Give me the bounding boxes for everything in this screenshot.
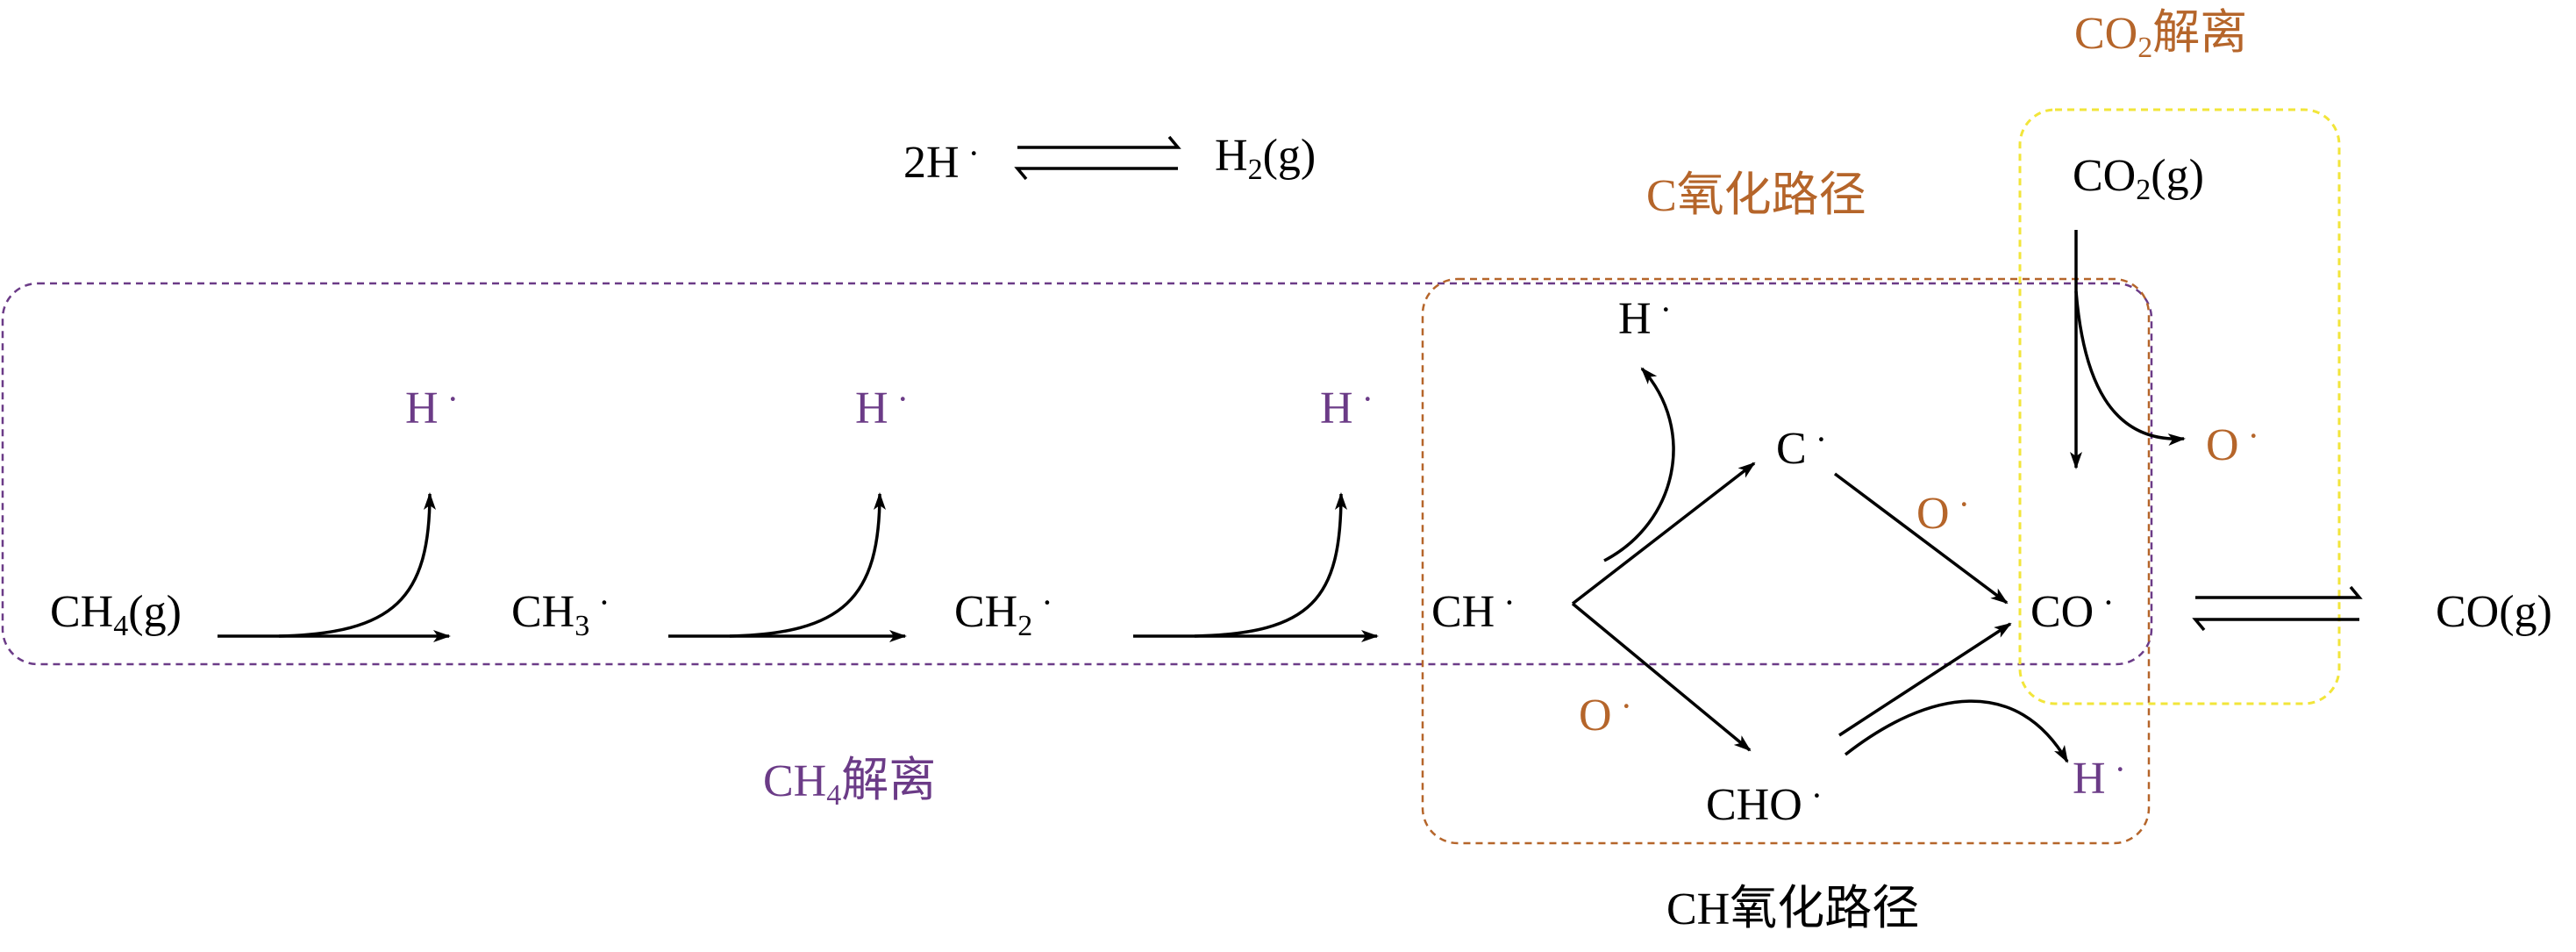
co2-dissociation-region	[2018, 108, 2341, 705]
species-h-released-top: H·	[1618, 290, 1672, 344]
species-o-ch-path: O·	[1579, 686, 1632, 741]
oxidation-pathway-arrows	[1571, 367, 2069, 763]
region-label-co2-dissociation: CO2解离	[2074, 4, 2248, 64]
species-co-gas: CO(g)	[2436, 587, 2552, 637]
h2-equilibrium-arrows	[1014, 135, 1181, 181]
species-h-released-1: H·	[405, 379, 459, 433]
species-cho: CHO·	[1706, 776, 1823, 830]
species-ch2: CH2·	[954, 583, 1053, 642]
species-h-released-4: H·	[2073, 749, 2126, 804]
species-h-released-3: H·	[1320, 379, 1374, 433]
species-o-c-path: O·	[1916, 484, 1970, 539]
co-equilibrium-arrows	[2192, 585, 2363, 632]
species-ch3: CH3·	[511, 583, 610, 642]
species-ch: CH·	[1431, 583, 1516, 637]
species-co: CO·	[2030, 583, 2115, 637]
ch4-dissociation-region	[1, 282, 2153, 666]
species-2h: 2H·	[903, 133, 980, 188]
species-co2-gas: CO2(g)	[2073, 151, 2204, 206]
species-h-released-2: H·	[855, 379, 909, 433]
region-label-ch-oxidation: CH氧化路径	[1666, 880, 1920, 935]
species-c: C·	[1776, 419, 1828, 474]
ch-oxidation-region	[1421, 277, 2151, 845]
region-label-c-oxidation: C氧化路径	[1646, 167, 1866, 222]
species-o-co2: O·	[2206, 416, 2259, 470]
species-ch4-gas: CH4(g)	[50, 587, 182, 642]
co2-dissociation-arrows	[2070, 230, 2186, 469]
region-label-ch4-dissociation: CH4解离	[763, 752, 937, 812]
species-h2-gas: H2(g)	[1215, 131, 1317, 186]
ch4-dissociation-arrows	[218, 492, 1379, 642]
